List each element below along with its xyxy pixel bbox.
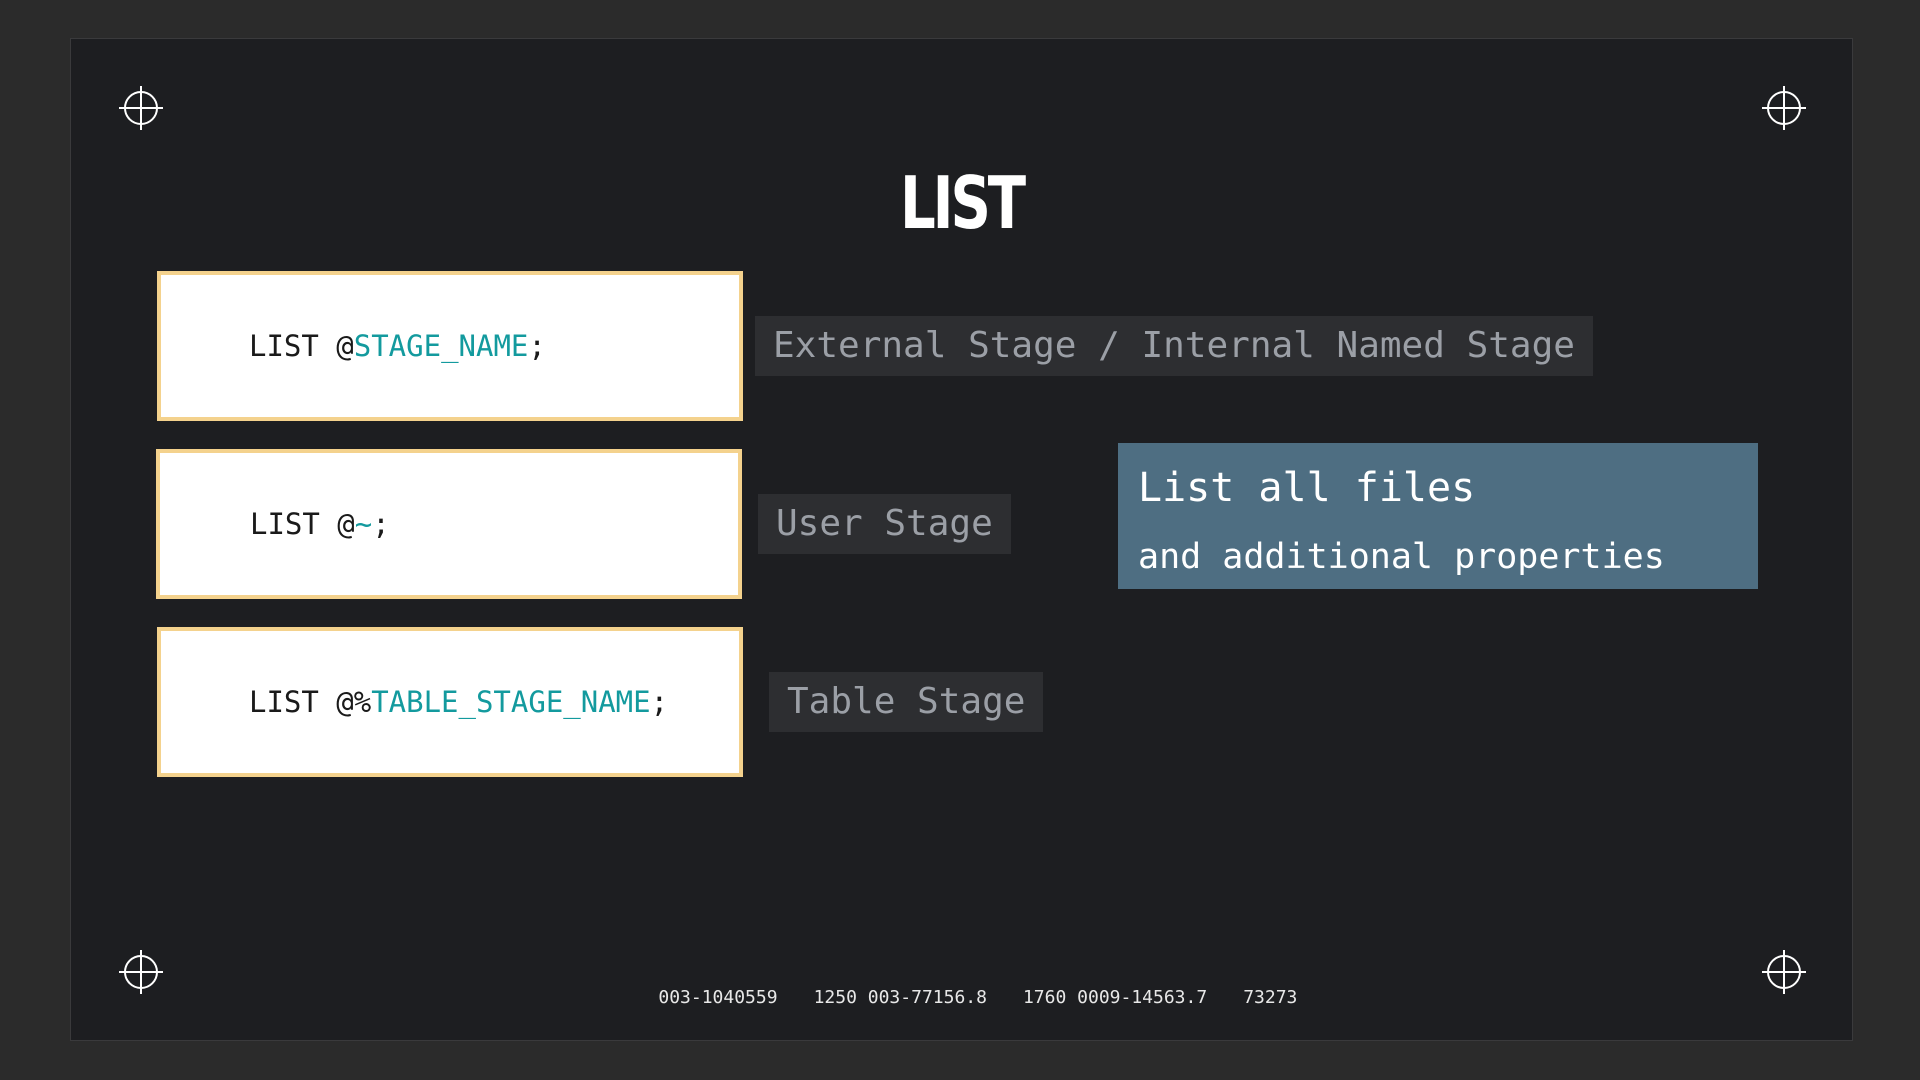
crosshair-icon xyxy=(1761,949,1807,995)
code-keyword: LIST @% xyxy=(249,685,372,719)
footer-code: 1760 0009-14563.7 xyxy=(1022,987,1208,1008)
slide: LIST LIST @STAGE_NAME; External Stage / … xyxy=(70,38,1853,1041)
code-box-table-stage: LIST @%TABLE_STAGE_NAME; xyxy=(157,627,743,777)
label-table-stage: Table Stage xyxy=(769,672,1044,732)
footer-code: 73273 xyxy=(1243,987,1298,1008)
info-subtitle: and additional properties xyxy=(1138,537,1665,577)
code-box-user-stage: LIST @~; xyxy=(156,449,742,599)
code-keyword: LIST @ xyxy=(250,507,355,541)
code-keyword: LIST @ xyxy=(249,329,354,363)
crosshair-icon xyxy=(118,85,164,131)
code-terminator: ; xyxy=(372,507,390,541)
code-identifier: ~ xyxy=(354,507,373,541)
code-identifier: TABLE_STAGE_NAME xyxy=(371,685,651,719)
crosshair-icon xyxy=(1761,85,1807,131)
code-terminator: ; xyxy=(650,685,669,719)
crosshair-icon xyxy=(118,949,164,995)
label-user-stage: User Stage xyxy=(758,494,1011,554)
info-callout: List all files and additional properties xyxy=(1118,443,1758,589)
slide-title: LIST xyxy=(900,161,1026,245)
code-box-external-stage: LIST @STAGE_NAME; xyxy=(157,271,743,421)
label-external-stage: External Stage / Internal Named Stage xyxy=(755,316,1593,376)
footer-code: 1250 003-77156.8 xyxy=(813,987,987,1008)
footer-codes: 003-1040559 1250 003-77156.8 1760 0009-145… xyxy=(615,966,1333,1029)
code-terminator: ; xyxy=(528,329,546,363)
code-identifier: STAGE_NAME xyxy=(353,329,529,363)
footer-code: 003-1040559 xyxy=(658,987,778,1008)
info-title: List all files xyxy=(1138,465,1476,511)
